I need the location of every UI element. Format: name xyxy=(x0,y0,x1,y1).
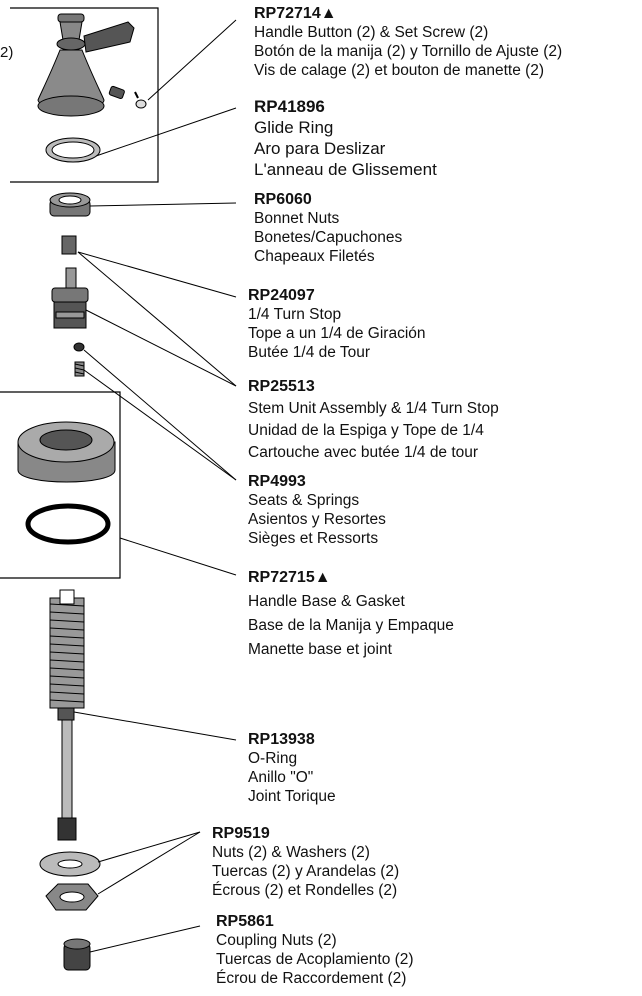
desc-es: Aro para Deslizar xyxy=(254,139,386,158)
desc-es: Tuercas (2) y Arandelas (2) xyxy=(212,863,400,880)
part-number: RP5861 xyxy=(216,913,274,930)
desc-fr: Écrous (2) et Rondelles (2) xyxy=(212,882,398,899)
leader-lines xyxy=(73,19,237,953)
handle-group-box xyxy=(10,7,159,183)
desc-fr: Cartouche avec butée 1/4 de tour xyxy=(248,444,479,461)
callout-rp5861: RP5861 Coupling Nuts (2) Tuercas de Acop… xyxy=(216,912,414,988)
threaded-extension-illustration xyxy=(49,589,85,841)
handle-base-illustration xyxy=(17,421,116,483)
desc-es: Asientos y Resortes xyxy=(248,511,386,528)
part-number: RP9519 xyxy=(212,825,270,842)
part-number: RP72714▲ xyxy=(254,5,337,22)
handle-illustration xyxy=(37,13,135,117)
stem-cartridge-illustration xyxy=(51,267,89,329)
triangle-icon: ▲ xyxy=(320,5,337,22)
part-number: RP24097 xyxy=(248,287,315,304)
desc-es: Bonetes/Capuchones xyxy=(254,229,403,246)
desc-es: Tuercas de Acoplamiento (2) xyxy=(216,951,414,968)
coupling-nut-illustration xyxy=(63,938,91,971)
turn-stop-illustration xyxy=(61,235,77,255)
desc-fr: Vis de calage (2) et bouton de manette (… xyxy=(254,62,545,79)
callout-rp24097: RP24097 1/4 Turn Stop Tope a un 1/4 de G… xyxy=(248,286,426,362)
callout-rp72715: RP72715▲ Handle Base & Gasket Base de la… xyxy=(248,566,454,662)
desc-en: Seats & Springs xyxy=(248,492,360,509)
desc-es: Anillo "O" xyxy=(248,769,314,786)
part-number: RP41896 xyxy=(254,97,325,116)
glide-ring-illustration xyxy=(45,137,101,163)
callout-rp13938: RP13938 O-Ring Anillo "O" Joint Torique xyxy=(248,730,336,806)
desc-fr: L'anneau de Glissement xyxy=(254,160,437,179)
part-number: RP4993 xyxy=(248,473,306,490)
triangle-icon: ▲ xyxy=(314,569,331,586)
desc-es: Tope a un 1/4 de Giración xyxy=(248,325,426,342)
part-number: RP25513 xyxy=(248,378,315,395)
desc-en: 1/4 Turn Stop xyxy=(248,306,342,323)
desc-es: Unidad de la Espiga y Tope de 1/4 xyxy=(248,422,484,439)
desc-en: Glide Ring xyxy=(254,118,334,137)
part-number: RP72715▲ xyxy=(248,569,331,586)
desc-fr: Joint Torique xyxy=(248,788,336,805)
callout-rp25513: RP25513 Stem Unit Assembly & 1/4 Turn St… xyxy=(248,376,499,464)
desc-fr: Manette base et joint xyxy=(248,641,392,658)
desc-en: Coupling Nuts (2) xyxy=(216,932,337,949)
washer-illustration xyxy=(39,851,101,877)
callout-rp41896: RP41896 Glide Ring Aro para Deslizar L'a… xyxy=(254,96,437,180)
desc-en: Handle Base & Gasket xyxy=(248,593,405,610)
gasket-illustration xyxy=(25,503,111,545)
desc-fr: Butée 1/4 de Tour xyxy=(248,344,371,361)
desc-en: Stem Unit Assembly & 1/4 Turn Stop xyxy=(248,400,499,417)
bonnet-nut-illustration xyxy=(49,192,91,217)
desc-fr: Chapeaux Filetés xyxy=(254,248,375,265)
part-number: RP13938 xyxy=(248,731,315,748)
desc-en: Nuts (2) & Washers (2) xyxy=(212,844,370,861)
callout-rp9519: RP9519 Nuts (2) & Washers (2) Tuercas (2… xyxy=(212,824,399,900)
cropped-edge-text: 2) xyxy=(0,44,14,61)
desc-en: O-Ring xyxy=(248,750,298,767)
callout-rp72714: RP72714▲ Handle Button (2) & Set Screw (… xyxy=(254,4,562,80)
desc-fr: Sièges et Ressorts xyxy=(248,530,379,547)
base-group-box xyxy=(0,391,121,579)
part-number: RP6060 xyxy=(254,191,312,208)
seats-springs-illustration xyxy=(73,342,85,377)
set-screw-illustration xyxy=(108,85,147,109)
desc-es: Botón de la manija (2) y Tornillo de Aju… xyxy=(254,43,563,60)
nut-illustration xyxy=(45,883,99,911)
callout-rp4993: RP4993 Seats & Springs Asientos y Resort… xyxy=(248,472,386,548)
desc-en: Bonnet Nuts xyxy=(254,210,340,227)
desc-fr: Écrou de Raccordement (2) xyxy=(216,970,407,987)
desc-es: Base de la Manija y Empaque xyxy=(248,617,454,634)
desc-en: Handle Button (2) & Set Screw (2) xyxy=(254,24,489,41)
callout-rp6060: RP6060 Bonnet Nuts Bonetes/Capuchones Ch… xyxy=(254,190,402,266)
